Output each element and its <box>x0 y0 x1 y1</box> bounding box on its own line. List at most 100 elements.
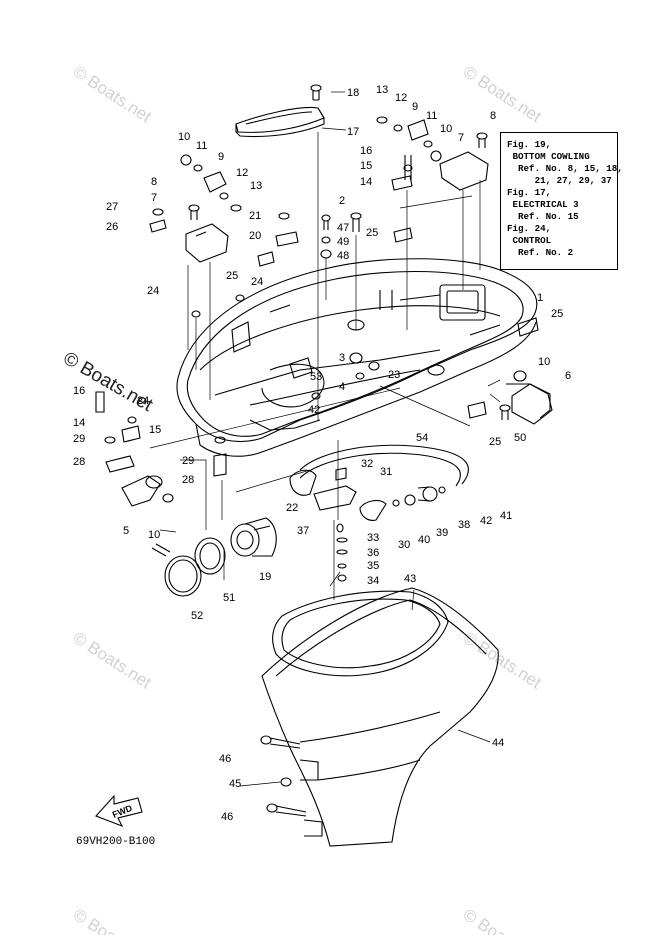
callout-17: 17 <box>347 126 359 138</box>
callout-15: 15 <box>149 424 161 436</box>
spring-part-16-left <box>95 391 105 413</box>
seal-part-43 <box>272 590 449 677</box>
screw-part-46-upper <box>260 735 301 749</box>
callout-21: 21 <box>249 210 261 222</box>
callout-8: 8 <box>490 110 496 122</box>
callout-2: 2 <box>339 195 345 207</box>
collar-part-11-right <box>423 140 433 148</box>
connector-part-38 <box>417 486 438 502</box>
callout-28: 28 <box>182 474 194 486</box>
ref-line: BOTTOM COWLING <box>507 151 590 162</box>
callout-18: 18 <box>347 87 359 99</box>
callout-53: 53 <box>310 371 322 383</box>
ref-line: Ref. No. 15 <box>507 211 579 222</box>
callout-20: 20 <box>249 230 261 242</box>
screw-part-18 <box>310 84 322 101</box>
callout-9: 9 <box>412 101 418 113</box>
callout-30: 30 <box>398 539 410 551</box>
grommet-part-19 <box>230 517 277 557</box>
callout-29: 29 <box>182 455 194 467</box>
grommet-part-48 <box>320 249 332 259</box>
ref-line: Ref. No. 8, 15, 18, <box>507 163 623 174</box>
callout-12: 12 <box>236 167 248 179</box>
screw-part-50 <box>499 404 511 420</box>
screw-part-27 <box>152 208 164 216</box>
lever-part-5 <box>121 475 163 507</box>
bracket-part-28 <box>213 453 227 477</box>
callout-9: 9 <box>218 151 224 163</box>
callout-13: 13 <box>250 180 262 192</box>
callout-38: 38 <box>458 519 470 531</box>
collar-part-4 <box>355 372 365 380</box>
callout-42: 42 <box>480 515 492 527</box>
callout-45: 45 <box>229 778 241 790</box>
washer-part-12-right <box>393 124 403 132</box>
fitting-part-30 <box>359 499 387 521</box>
cover-part-17 <box>235 106 325 138</box>
callout-15: 15 <box>360 160 372 172</box>
callout-16: 16 <box>360 145 372 157</box>
grommet-part-3 <box>349 352 363 364</box>
screw-part-23 <box>368 361 380 371</box>
bracket-part-6 <box>506 370 553 425</box>
callout-11: 11 <box>196 140 207 152</box>
callout-34: 34 <box>367 575 379 587</box>
callout-14: 14 <box>73 417 85 429</box>
callout-25: 25 <box>226 270 238 282</box>
washer-part-10 <box>162 493 174 503</box>
reference-note-box: Fig. 19, BOTTOM COWLING Ref. No. 8, 15, … <box>500 132 623 270</box>
callout-24: 24 <box>251 276 263 288</box>
nipple-part-39 <box>404 494 416 506</box>
screw-part-15 <box>403 164 413 172</box>
lower-apron-part-44 <box>261 587 499 847</box>
ref-line: Fig. 24, <box>507 223 552 234</box>
hardware-stack <box>336 523 348 582</box>
bumper-part-25 <box>517 317 539 337</box>
screw-part-29 <box>214 436 226 444</box>
oring-part-40 <box>392 499 400 507</box>
clip-part-20 <box>275 231 299 247</box>
bracket-part-9-right <box>407 119 429 141</box>
callout-32: 32 <box>361 458 373 470</box>
diagram-code: 69VH200-B100 <box>76 836 156 848</box>
callout-43: 43 <box>404 573 416 585</box>
bracket-part-9-left <box>203 171 227 193</box>
callout-10: 10 <box>538 356 550 368</box>
callout-23: 23 <box>388 369 400 381</box>
callout-24: 24 <box>147 285 159 297</box>
callout-16: 16 <box>73 385 85 397</box>
holder-part-7-left <box>185 204 229 263</box>
bumper-part-25 <box>257 251 275 267</box>
clip-part-53 <box>289 357 313 379</box>
bumper-part-25 <box>467 401 487 419</box>
bushing-part-10 <box>180 154 192 166</box>
callout-10: 10 <box>148 529 160 541</box>
callout-54: 54 <box>416 432 428 444</box>
holder-part-7-right <box>439 132 489 191</box>
callout-7: 7 <box>151 192 157 204</box>
callout-52: 52 <box>191 610 203 622</box>
callout-22: 22 <box>286 502 298 514</box>
screw-part-24 <box>191 310 201 318</box>
callout-25: 25 <box>489 436 501 448</box>
callout-26: 26 <box>106 221 118 233</box>
callout-51: 51 <box>223 592 235 604</box>
callout-3: 3 <box>339 352 345 364</box>
bracket-part-31 <box>313 467 357 511</box>
ref-line: ELECTRICAL 3 <box>507 199 579 210</box>
callout-19: 19 <box>259 571 271 583</box>
ref-line: 21, 27, 29, 37 <box>507 175 612 186</box>
callout-49: 49 <box>337 236 349 248</box>
band-part-52 <box>151 543 202 597</box>
callout-4: 4 <box>339 381 345 393</box>
screw-part-46-lower <box>266 803 307 817</box>
screw-part-47 <box>321 214 331 222</box>
callout-47: 47 <box>337 222 349 234</box>
clip-part-42 <box>438 486 446 494</box>
callout-10: 10 <box>178 131 190 143</box>
callout-35: 35 <box>367 560 379 572</box>
callout-5: 5 <box>123 525 129 537</box>
bracket-part-28-left <box>105 455 135 473</box>
